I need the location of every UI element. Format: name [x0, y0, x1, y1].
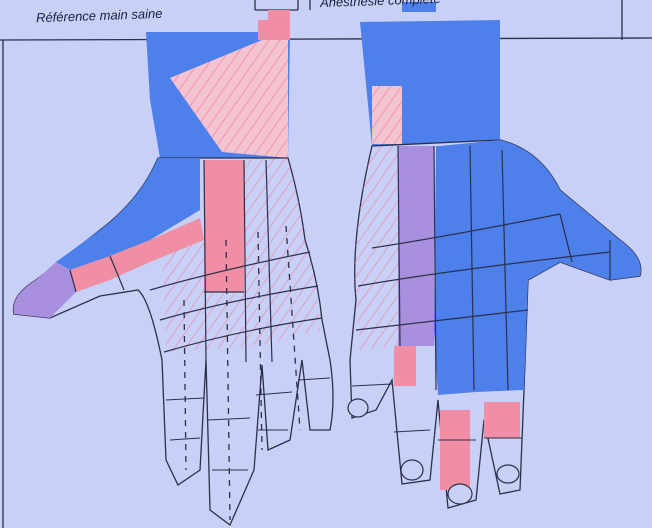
right-middle-purple-zone: [398, 146, 434, 346]
left-index-pink-zone: [204, 160, 244, 292]
right-nail-index: [497, 465, 519, 483]
right-ring-pink-zone: [394, 346, 416, 386]
left-forearm-pink-tab: [258, 20, 290, 40]
right-nail-ring: [401, 460, 423, 480]
right-palm-hatched-zone: [355, 146, 398, 350]
right-middle-pink-zone: [440, 410, 470, 490]
left-hand: [13, 20, 333, 525]
right-nail-middle: [448, 484, 472, 504]
right-index-pink-zone: [484, 402, 520, 438]
right-hand: [348, 20, 641, 508]
right-nail-little: [348, 399, 368, 417]
